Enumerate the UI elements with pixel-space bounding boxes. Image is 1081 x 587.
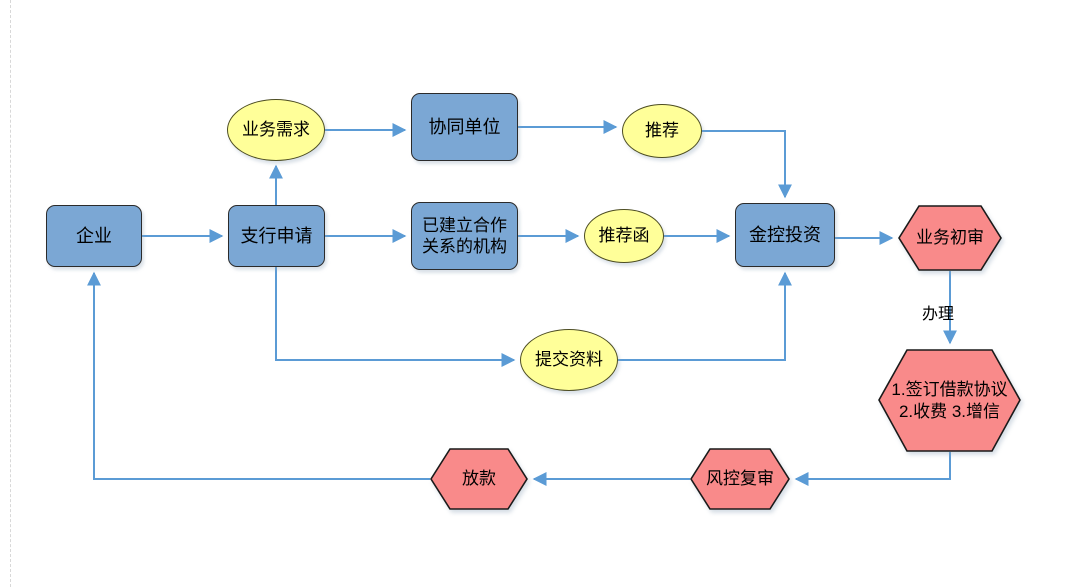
edge-qianding-fengkong — [794, 452, 951, 486]
node-label: 风控复审 — [706, 469, 774, 489]
edge-label-banli: 办理 — [922, 306, 955, 323]
node-fengkong-fushen[interactable]: 风控复审 — [690, 448, 790, 510]
edge-tijiao-jinkong — [618, 271, 792, 361]
node-tuijian-han[interactable]: 推荐函 — [584, 209, 664, 263]
node-label: 推荐 — [645, 121, 679, 141]
node-qianding-xieyi[interactable]: 1.签订借款协议 2.收费 3.增信 — [878, 349, 1021, 452]
edge-fangkuan-qiye — [87, 271, 430, 480]
edge-zhihang-tijiao — [275, 267, 516, 367]
node-zhihang-shenqing[interactable]: 支行申请 — [228, 205, 325, 267]
node-hezuo-jigou[interactable]: 已建立合作 关系的机构 — [411, 202, 518, 270]
node-qiye[interactable]: 企业 — [46, 205, 142, 267]
node-yewu-xuqiu[interactable]: 业务需求 — [227, 99, 325, 161]
page-margin-guide — [10, 0, 11, 587]
node-fangkuan[interactable]: 放款 — [430, 448, 528, 510]
node-label: 支行申请 — [240, 225, 313, 246]
node-label: 放款 — [462, 469, 496, 489]
node-label: 1.签订借款协议 2.收费 3.增信 — [891, 379, 1008, 421]
node-xietong-danwei[interactable]: 协同单位 — [411, 93, 518, 161]
edge-tuijian-jinkong — [702, 130, 792, 199]
node-label: 金控投资 — [749, 224, 821, 245]
node-label: 协同单位 — [428, 116, 501, 137]
node-tijiao-ziliao[interactable]: 提交资料 — [520, 329, 618, 391]
node-label: 已建立合作 关系的机构 — [422, 215, 507, 256]
node-jinkong-touzi[interactable]: 金控投资 — [735, 203, 835, 267]
node-label: 业务需求 — [242, 120, 310, 140]
node-yewu-chushen[interactable]: 业务初审 — [898, 205, 1002, 271]
node-label: 提交资料 — [535, 350, 603, 370]
node-label: 企业 — [76, 225, 112, 246]
node-label: 业务初审 — [916, 228, 984, 248]
node-tuijian[interactable]: 推荐 — [622, 104, 702, 158]
node-label: 推荐函 — [598, 226, 650, 246]
